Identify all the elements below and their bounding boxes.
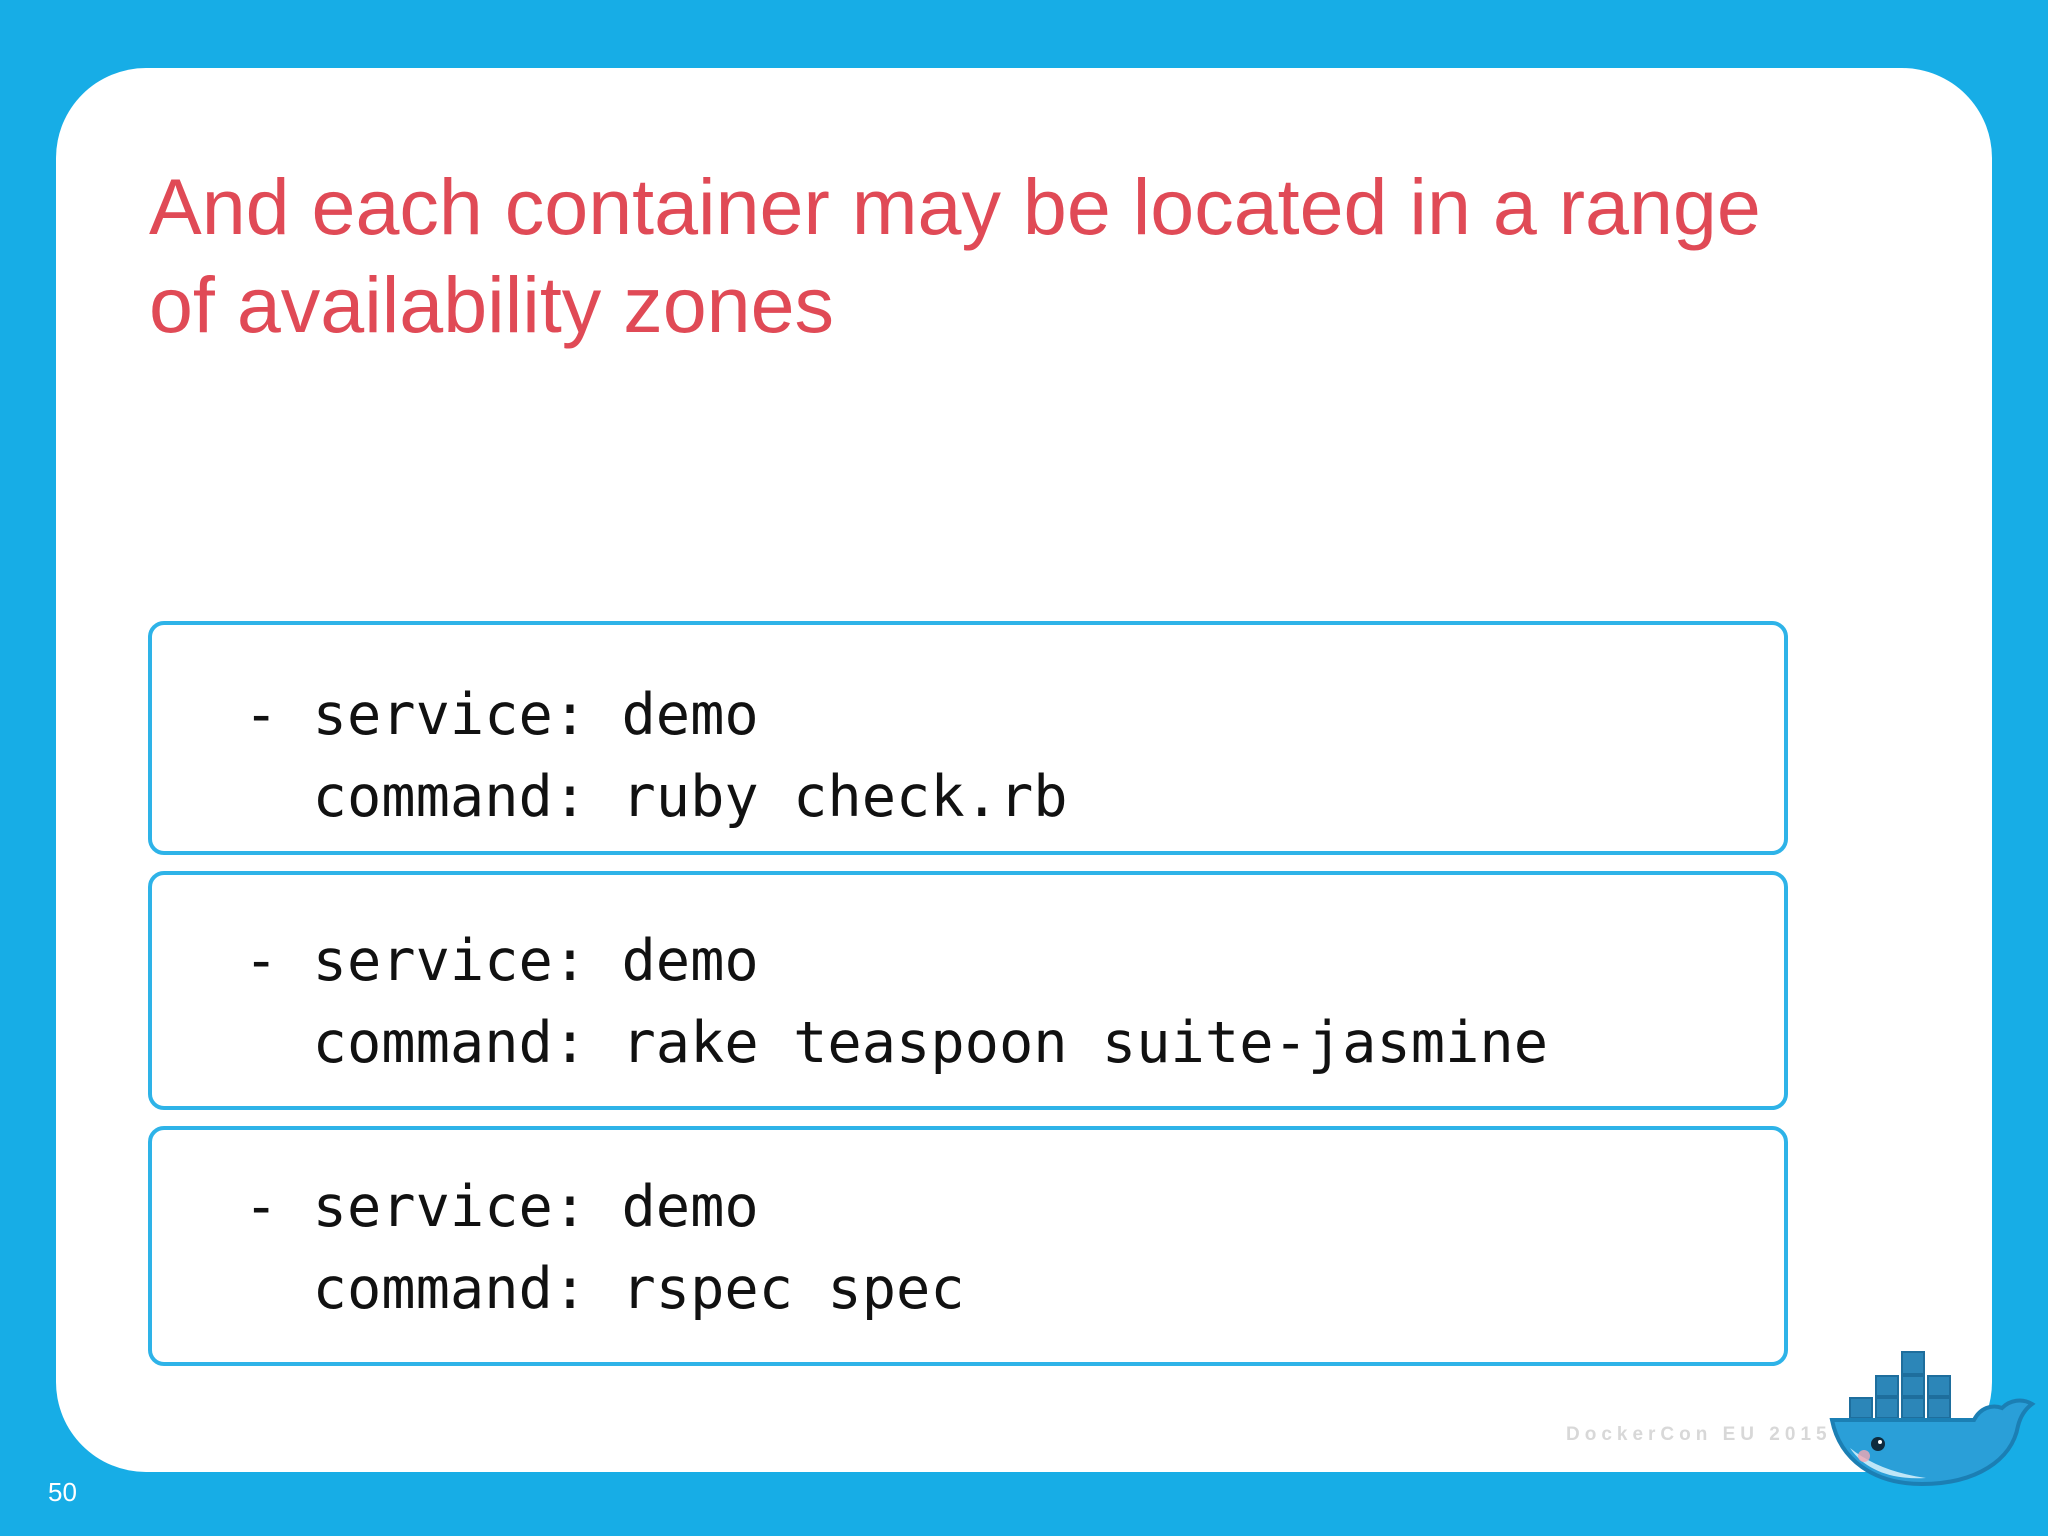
- slide-title-line-1: And each container may be located in a r…: [149, 162, 1761, 251]
- docker-whale-icon: [1829, 1351, 2036, 1487]
- footer-brand: DockerCon EU 2015: [1566, 1424, 1832, 1445]
- code-line: command: ruby check.rb: [244, 764, 1068, 830]
- code-line: - service: demo: [244, 682, 759, 748]
- slide-title-line-2: of availability zones: [149, 260, 835, 349]
- page-number: 50: [48, 1477, 77, 1507]
- code-line: - service: demo: [244, 1174, 759, 1240]
- code-line: command: rake teaspoon suite-jasmine: [244, 1010, 1549, 1076]
- code-block-1: - service: demo command: ruby check.rb: [148, 621, 1788, 855]
- code-line: command: rspec spec: [244, 1256, 965, 1322]
- code-block-2: - service: demo command: rake teaspoon s…: [148, 871, 1788, 1110]
- slide-title: And each container may be located in a r…: [149, 158, 1969, 354]
- code-block-3: - service: demo command: rspec spec: [148, 1126, 1788, 1366]
- code-line: - service: demo: [244, 928, 759, 994]
